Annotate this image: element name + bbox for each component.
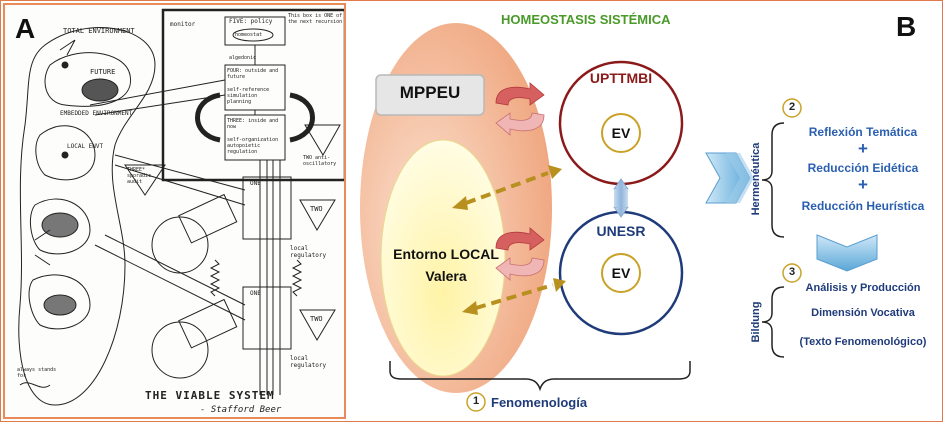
reflexion-tematica: Reflexión Temática [808,125,918,139]
brace-bildung [761,286,785,358]
viable-system-drawing [18,8,344,406]
label-three-star: THREE* sporadic audit [127,167,152,185]
num1-label: 1 [472,395,480,407]
dashed-arrow-heads [452,165,566,315]
label-local-regulatory-a: local regulatory [290,245,327,259]
plus-one: + [858,139,868,158]
vertical-double-arrow-body [614,189,628,207]
ev-bottom-circle [601,253,641,293]
label-monitor: monitor [170,21,196,28]
chevron-down-icon [816,234,878,272]
label-homeostat: homeostat [235,32,263,38]
num2-label: 2 [788,101,796,113]
ev-top-label: EV [611,125,631,141]
upttmbi-label: UPTTMBI [589,70,653,86]
plus-two: + [858,175,868,194]
label-one-b: ONE [250,290,261,297]
panel-b-homeostasis: B HOMEOSTASIS SISTÉMICA MPPEU Entorno LO… [348,3,942,419]
label-box-note: This box is ONE of the next recursion [288,13,343,25]
label-legend: always stands for [17,367,57,379]
caption-author: - Stafford Beer [200,405,282,415]
ev-top-circle [601,113,641,153]
hermeneutica-label: Hermenéutica [750,142,762,216]
num3-circle [782,263,802,283]
label-one-a: ONE [250,180,261,187]
analisis-produccion: Análisis y Producción [805,282,921,294]
label-five-policy: FIVE: policy [229,18,273,25]
mppeu-box-shape [375,74,485,116]
label-algedonic: algedonic [229,55,257,61]
label-embedded-environment: EMBEDDED ENVIRONMENT [60,110,133,117]
num2-circle [782,98,802,118]
bildung-label: Bildung [750,301,762,343]
title-homeostasis: HOMEOSTASIS SISTÉMICA [501,12,671,27]
dashed-arrows [465,171,554,310]
entorno-label-line1: Entorno LOCAL [393,246,499,262]
label-two-anti-oscillatory: TWO anti-oscillatory [303,155,337,167]
panel-a-letter: A [15,13,36,44]
label-four: FOUR: outside and future [227,68,279,80]
mppeu-label: MPPEU [399,83,461,102]
num1-circle [466,392,486,412]
reduccion-heuristica: Reducción Heurística [801,199,925,213]
ev-bottom-label: EV [611,265,631,281]
bottom-brace [389,361,691,392]
label-future: FUTURE [90,68,116,76]
caption-viable-system: THE VIABLE SYSTEM [145,389,275,402]
cycle-arrows-top [495,82,545,136]
unesr-label: UNESR [596,223,646,239]
label-three: THREE: inside and now [227,118,279,130]
texto-fenomenologico: (Texto Fenomenológico) [799,336,927,348]
panel-a-viable-system: A [3,3,346,419]
dimension-vocativa: Dimensión Vocativa [811,307,915,319]
brace-hermeneutica [761,122,785,238]
panel-b-letter: B [896,11,917,42]
label-three-sub: self-organization autopoietic regulation [227,137,279,155]
label-total-environment: TOTAL ENVIRONMENT [63,27,135,35]
cycle-arrows-bottom [495,227,545,281]
reduccion-eidetica: Reducción Eidética [807,161,919,175]
homeostasis-drawing [360,23,878,412]
label-four-sub: self-reference simulation planning [227,87,270,105]
label-two-b: TWO [310,315,323,323]
num3-label: 3 [788,266,796,278]
fenomenologia-label: Fenomenología [491,395,588,410]
label-local-envt: LOCAL ENVT [67,143,104,150]
entorno-label-line2: Valera [425,268,467,284]
label-local-regulatory-b: local regulatory [290,355,327,369]
label-two-a: TWO [310,205,323,213]
